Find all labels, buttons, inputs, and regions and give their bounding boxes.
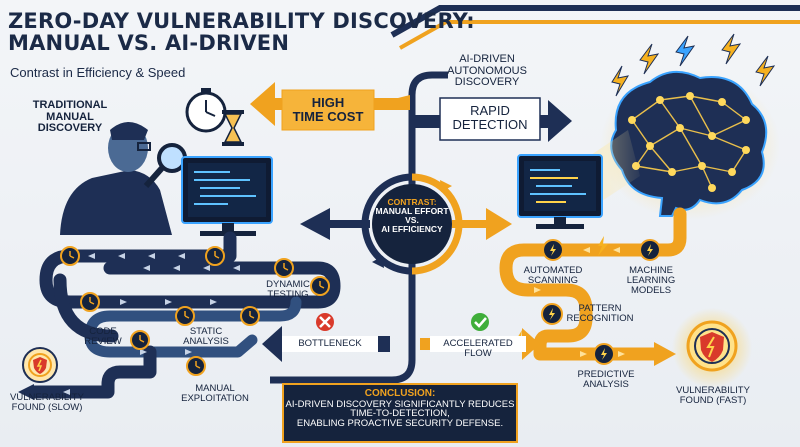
contrast-ring-navy [361, 173, 413, 275]
shield-icon [686, 320, 738, 372]
ai-result-label: VULNERABILITY FOUND (FAST) [676, 385, 750, 406]
investigator-figure [60, 122, 172, 235]
contrast-left-arrow [300, 208, 370, 240]
frame-line-top [390, 5, 800, 38]
step-pattern-recognition: PATTERN RECOGNITION [566, 303, 634, 324]
step-manual-exploitation: MANUAL EXPLOITATION [181, 383, 249, 404]
step-dynamic-testing: DYNAMIC TESTING [266, 279, 310, 300]
contrast-ring-orange [411, 173, 463, 275]
page-title: ZERO-DAY VULNERABILITY DISCOVERY: MANUAL… [8, 9, 475, 56]
magnifier-icon [143, 143, 187, 188]
frame-line-orange-top [399, 20, 800, 50]
step-static-analysis: STATIC ANALYSIS [183, 326, 229, 347]
manual-result-label: VULNERABILITY FOUND (SLOW) [10, 392, 84, 413]
rapid-detection-label: RAPID DETECTION [452, 103, 528, 132]
step-machine-learning: MACHINE LEARNING MODELS [626, 265, 676, 296]
ai-path-chevrons [534, 247, 625, 357]
manual-path-chevrons [63, 253, 240, 395]
x-mark-icon [316, 313, 334, 331]
manual-path [27, 231, 341, 399]
page-subtitle: Contrast in Efficiency & Speed [10, 65, 186, 80]
brain-network-icon [610, 71, 768, 217]
conclusion-box [282, 383, 518, 443]
slow-path-arrowhead [18, 384, 34, 400]
bottleneck-label: BOTTLENECK [298, 338, 362, 349]
step-predictive-analysis: PREDICTIVE ANALYSIS [577, 369, 635, 390]
accelerated-flow-box [430, 336, 526, 352]
clock-icon [60, 246, 330, 376]
rapid-detection-box [439, 97, 541, 141]
step-code-review: CODE REVIEW [84, 326, 122, 347]
check-icon [471, 313, 489, 331]
conclusion-text: CONCLUSION: AI-DRIVEN DISCOVERY SIGNIFIC… [285, 388, 515, 430]
high-time-cost-label: HIGH TIME COST [292, 95, 364, 124]
ai-heading: AI-DRIVEN AUTONOMOUS DISCOVERY [447, 53, 527, 89]
stopwatch-icon [185, 88, 227, 133]
fast-path-arrowhead [654, 342, 676, 366]
hourglass-icon [222, 110, 244, 146]
accelerated-flow-label: ACCELERATED FLOW [443, 338, 513, 359]
ring-arrow-top [440, 180, 452, 192]
monitor-icon [517, 154, 603, 229]
high-time-cost-box [281, 89, 375, 131]
bottleneck-box [282, 336, 378, 352]
center-divider-lower [270, 255, 416, 384]
ring-arrow-bottom [372, 256, 384, 268]
step-automated-scanning: AUTOMATED SCANNING [523, 265, 583, 286]
contrast-circle [372, 184, 452, 264]
shield-icon [22, 347, 58, 383]
monitor-icon [181, 156, 273, 236]
contrast-label: CONTRAST: MANUAL EFFORT VS. AI EFFICIENC… [375, 197, 449, 234]
manual-heading: TRADITIONAL MANUAL DISCOVERY [32, 99, 108, 135]
lightning-icon [611, 33, 776, 97]
contrast-right-arrow [452, 208, 512, 240]
